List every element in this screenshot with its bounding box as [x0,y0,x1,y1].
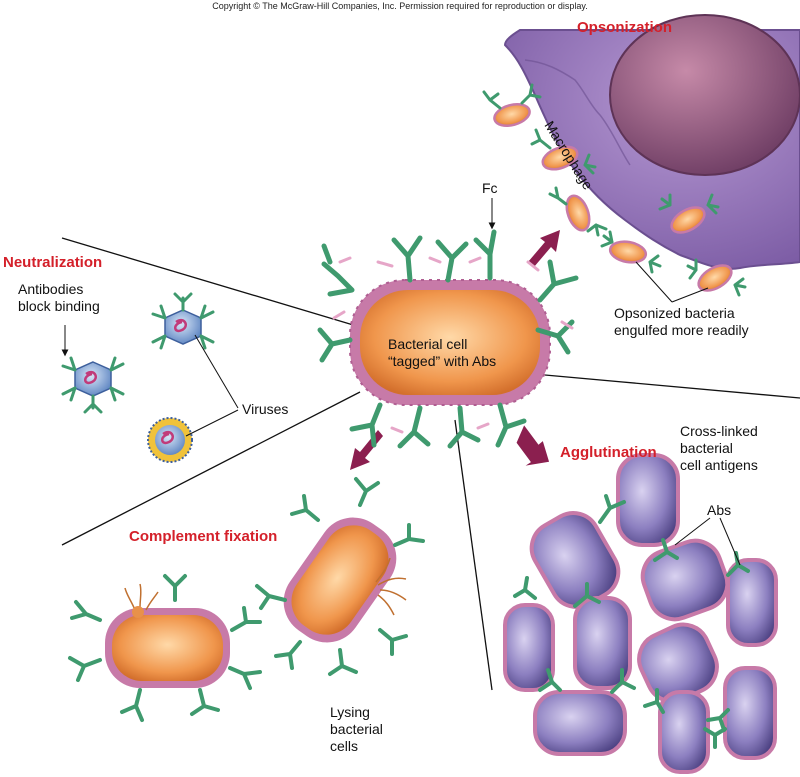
neutralization-caption-line-2: block binding [18,298,100,314]
opsonized-bacteria [493,103,733,292]
neutralization-title: Neutralization [3,254,103,271]
central-cell-antigen-dashes [332,256,574,434]
agglutination-caption-line-1: Cross-linked [680,423,758,439]
viruses-pointer-1 [194,334,239,409]
complement-antibodies [68,477,425,722]
abs-pointer-1 [674,517,711,546]
abs-pointer-2 [719,517,741,566]
center-cell-label-line-1: Bacterial cell [388,336,468,352]
section-dividers [61,237,800,691]
agglutination-caption-line-3: cell antigens [680,457,758,473]
lysing-caption-line-2: bacterial [330,721,383,737]
macrophage-nucleus [609,14,800,176]
agglutination-caption: Cross-linked bacterial cell antigens [680,423,758,474]
opsonization-title: Opsonization [577,19,672,36]
lysing-cell-2 [283,517,397,643]
virus-hexagonal-1 [74,361,112,397]
opsonized-pointer-1 [635,261,673,303]
macrophage [503,14,800,270]
viruses-label: Viruses [242,401,289,417]
opsonization-antibodies [482,83,747,297]
neutralization-antibodies [61,292,215,414]
opsonized-pointer-2 [671,287,709,303]
agglutination-caption-line-2: bacterial [680,440,733,456]
center-cell-label-line-2: “tagged” with Abs [388,353,497,369]
virus-hexagonal-2 [164,309,202,345]
lysing-caption-line-1: Lysing [330,704,370,720]
agglutination-title: Agglutination [560,444,657,461]
complement-fixation-title: Complement fixation [129,528,278,545]
lysing-caption-line-3: cells [330,738,359,754]
agglutinated-cells [503,453,778,774]
fc-label: Fc [482,180,498,196]
lysing-cells-caption: Lysing bacterial cells [330,704,383,755]
neutralization-caption: Antibodies block binding [18,281,100,315]
abs-label: Abs [707,502,732,518]
viruses-pointer-2 [185,409,239,437]
opsonization-caption-line-1: Opsonized bacteria [614,305,735,321]
lysing-cell-1 [105,583,230,688]
opsonization-caption: Opsonized bacteria engulfed more readily [614,305,749,339]
opsonization-caption-line-2: engulfed more readily [614,322,749,338]
central-cell-antibodies [317,229,579,449]
virus-enveloped [147,417,193,463]
neutralization-viruses [74,309,202,463]
center-cell-label: Bacterial cell “tagged” with Abs [388,336,496,370]
tagged-bacterial-cell [349,279,551,406]
agglutination-antibodies [513,494,750,749]
membrane-attack-fibers [375,557,407,616]
neutralization-caption-line-1: Antibodies [18,281,84,297]
copyright-notice: Copyright © The McGraw-Hill Companies, I… [212,1,588,11]
